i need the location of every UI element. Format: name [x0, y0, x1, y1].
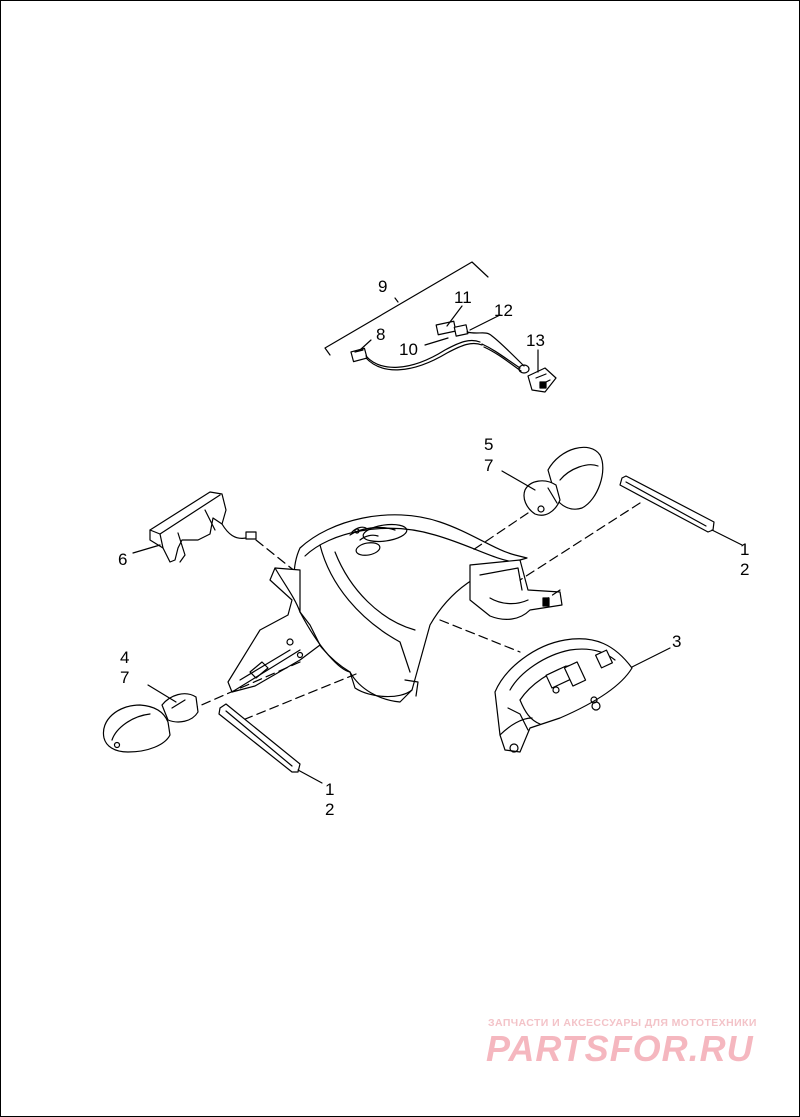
- callout-4: 4: [120, 648, 129, 667]
- callout-7-left: 7: [120, 668, 129, 687]
- callout-1-right: 1: [740, 540, 749, 559]
- light-bar-item-6: [149, 491, 257, 563]
- lens-gasket-left: [218, 703, 301, 773]
- callout-11: 11: [454, 288, 472, 307]
- callout-9: 9: [378, 277, 387, 296]
- callout-10: 10: [399, 340, 418, 359]
- harness-group-bracket: [324, 261, 489, 356]
- watermark-logo: PARTSFOR.RU: [486, 1028, 754, 1069]
- turn-signal-right: [523, 446, 604, 516]
- callout-7-right: 7: [484, 456, 493, 475]
- lens-gasket-right: [619, 475, 715, 533]
- callout-2-right: 2: [740, 560, 749, 579]
- callout-5: 5: [484, 435, 493, 454]
- turn-signal-left: [102, 693, 199, 753]
- callout-8: 8: [376, 325, 385, 344]
- tail-lamp-assembly: [494, 638, 633, 753]
- callout-1-left: 1: [325, 780, 334, 799]
- callout-3: 3: [672, 632, 681, 651]
- watermark-caption: ЗАПЧАСТИ И АКСЕССУАРЫ ДЛЯ МОТОТЕХНИКИ: [488, 1017, 757, 1029]
- wiring-harness: [350, 320, 557, 393]
- callout-6: 6: [118, 550, 127, 569]
- rear-fender: [227, 514, 563, 703]
- callout-2-left: 2: [325, 800, 334, 819]
- callout-13: 13: [526, 331, 545, 350]
- callout-12: 12: [494, 301, 513, 320]
